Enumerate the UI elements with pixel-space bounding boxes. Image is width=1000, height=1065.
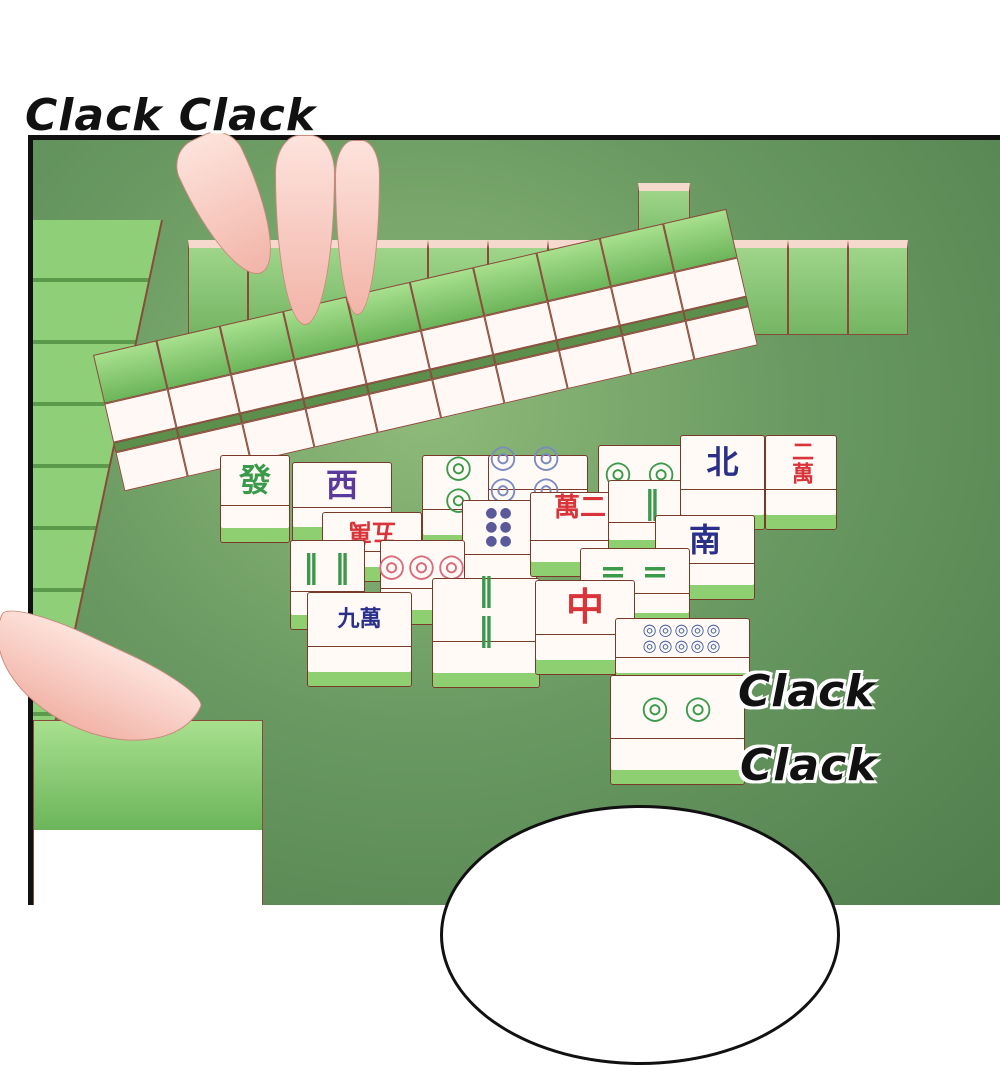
tile-zhong-glyph: 中 bbox=[565, 584, 604, 630]
corner-tile-stack bbox=[33, 720, 263, 905]
tile-er-wan-glyph: 二萬 bbox=[549, 493, 606, 519]
tile-fa: 發 bbox=[220, 455, 290, 543]
bamboo-icon: ‖‖ bbox=[467, 569, 505, 650]
tile-jiu-wan-glyph: 九萬 bbox=[337, 606, 382, 633]
sfx-clack-right-2: Clack bbox=[740, 740, 878, 791]
tile-fa-glyph: 發 bbox=[238, 461, 271, 500]
speech-bubble bbox=[440, 805, 840, 1065]
circles-icon: ◎◎ bbox=[444, 447, 475, 518]
tile-nan-glyph: 南 bbox=[688, 520, 721, 559]
circles-icon: ◎◎◎ bbox=[377, 545, 468, 584]
tile-four-bamboo: ‖ ‖ bbox=[290, 540, 365, 630]
circles-icon: ●●●●●● bbox=[485, 505, 514, 550]
circles-icon: ◎ ◎ bbox=[641, 687, 714, 726]
tile-xi-glyph: 西 bbox=[325, 466, 358, 505]
sfx-clack-right-1: Clack bbox=[738, 666, 876, 717]
tile-circles-front: ◎ ◎ bbox=[610, 675, 745, 785]
tile-bei-glyph: 北 bbox=[706, 443, 739, 482]
tile-two-bamboo: ‖‖ bbox=[432, 570, 540, 688]
tile-bei: 北 bbox=[680, 435, 765, 530]
sfx-clack-top: Clack Clack bbox=[25, 90, 317, 141]
tile-er-wan-right: 二萬 bbox=[765, 435, 837, 530]
tile-jiu-wan: 九萬 bbox=[307, 592, 412, 687]
bamboo-icon: ‖ ‖ bbox=[302, 547, 353, 586]
circles-icon: ◎◎◎◎◎◎◎◎◎◎ bbox=[642, 620, 723, 656]
tile-er-wan-right-glyph: 二萬 bbox=[788, 440, 814, 485]
bamboo-icon: ‖ bbox=[644, 482, 662, 521]
